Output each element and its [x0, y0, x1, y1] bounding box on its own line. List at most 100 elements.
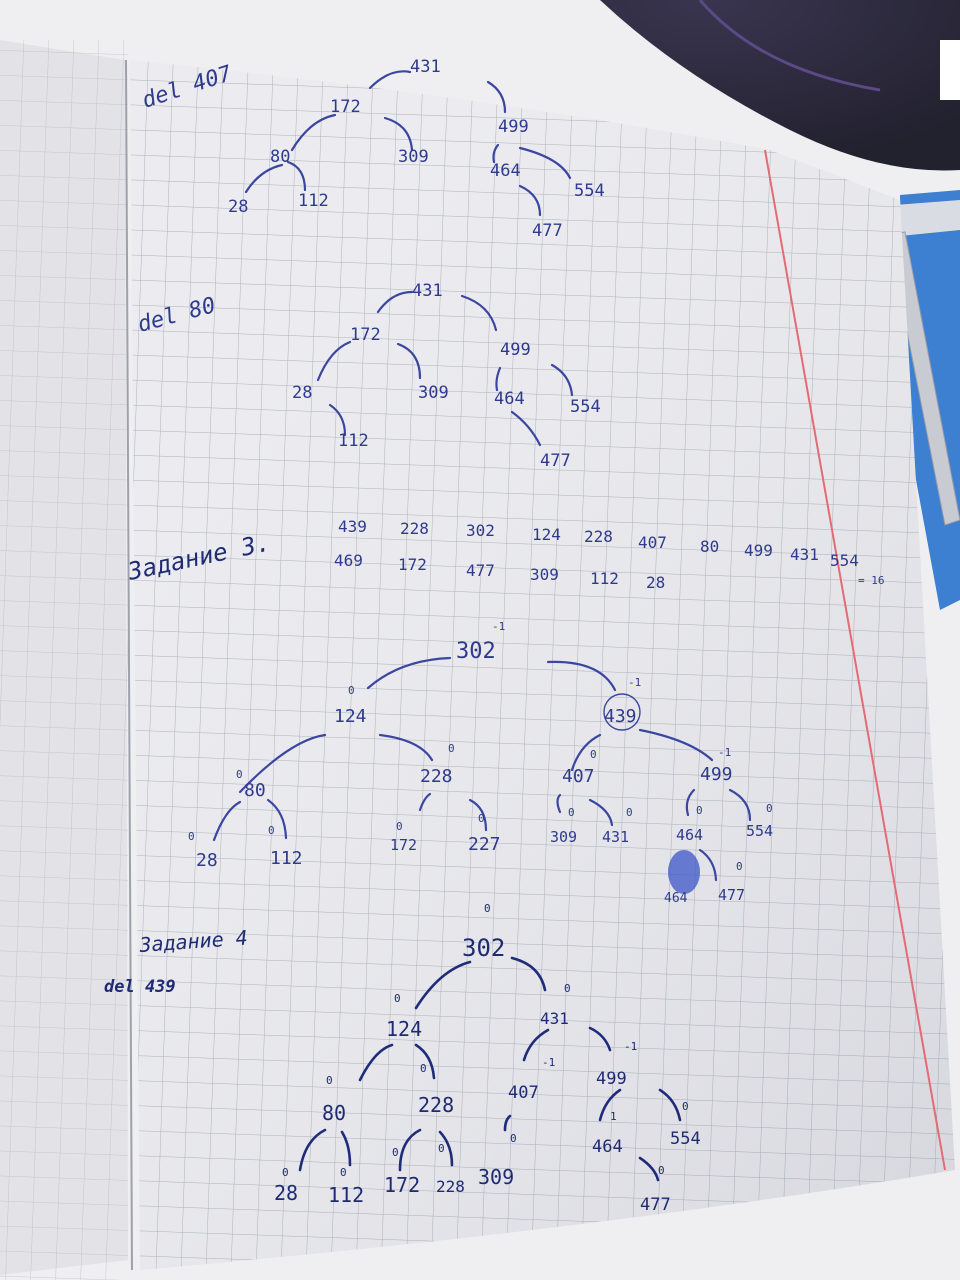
- balance-mark: 0: [448, 742, 455, 755]
- node: 464: [676, 826, 703, 844]
- node: 477: [640, 1195, 671, 1215]
- node: 431: [540, 1009, 569, 1028]
- node: 80: [270, 147, 290, 167]
- balance-mark: 0: [340, 1166, 347, 1179]
- node: 124: [334, 706, 367, 727]
- node: 80: [322, 1101, 346, 1125]
- seq-item: 477: [466, 561, 495, 580]
- node: 464: [490, 161, 521, 181]
- seq-item: 80: [700, 537, 719, 556]
- seq-item: 302: [466, 521, 495, 540]
- node: 439: [604, 706, 637, 727]
- seq-item: 499: [744, 541, 773, 560]
- node: 464: [664, 891, 688, 906]
- node: 309: [478, 1165, 514, 1189]
- node: 227: [468, 834, 501, 855]
- balance-mark: -1: [628, 676, 641, 689]
- balance-mark: 0: [438, 1142, 445, 1155]
- node: 124: [386, 1017, 422, 1041]
- section4-subheading: del 439: [104, 977, 176, 997]
- balance-mark: -1: [718, 746, 731, 759]
- node: 302: [462, 934, 505, 962]
- scribble-mark: [668, 850, 700, 894]
- seq-item: 28: [646, 573, 665, 592]
- node: 407: [508, 1083, 539, 1103]
- balance-mark: 0: [394, 992, 401, 1005]
- balance-mark: 0: [658, 1164, 665, 1177]
- balance-mark: 0: [396, 820, 403, 833]
- seq-item: 124: [532, 525, 561, 544]
- node: 172: [330, 97, 361, 117]
- mousepad: [600, 0, 960, 171]
- node: 554: [746, 822, 773, 840]
- seq-item: 469: [334, 551, 363, 570]
- node: 499: [596, 1069, 627, 1089]
- node: 477: [718, 886, 745, 904]
- seq-item: 309: [530, 565, 559, 584]
- balance-mark: 0: [590, 748, 597, 761]
- balance-mark: 0: [696, 804, 703, 817]
- seq-item: 439: [338, 517, 367, 536]
- seq-item: 172: [398, 555, 427, 574]
- balance-mark: 0: [478, 812, 485, 825]
- balance-mark: 0: [626, 806, 633, 819]
- balance-mark: -1: [542, 1056, 555, 1069]
- balance-mark: 0: [510, 1132, 517, 1145]
- section1-tree: del 407 431 172 499 80 309 464 554 28 11…: [139, 57, 605, 241]
- node: 228: [418, 1093, 454, 1117]
- sequence-line-1: 439 228 302 124 228 407 80 499 431 554: [338, 517, 859, 570]
- node: 302: [456, 639, 496, 664]
- balance-mark: 0: [564, 982, 571, 995]
- seq-item: 407: [638, 533, 667, 552]
- node: 477: [540, 451, 571, 471]
- count-note: = 16: [858, 574, 885, 587]
- balance-mark: -1: [492, 620, 505, 633]
- node: 464: [494, 389, 525, 409]
- balance-mark: 0: [188, 830, 195, 843]
- balance-mark: 0: [268, 824, 275, 837]
- node: 28: [292, 383, 312, 403]
- balance-mark: 0: [236, 768, 243, 781]
- section4: Задание 4 del 439 302 124 431 80 228 407: [104, 902, 701, 1215]
- node: 431: [602, 828, 629, 846]
- balance-mark: 0: [420, 1062, 427, 1075]
- node: 554: [574, 181, 605, 201]
- sequence-line-2: 469 172 477 309 112 28: [334, 551, 665, 592]
- seq-item: 112: [590, 569, 619, 588]
- balance-mark: 0: [736, 860, 743, 873]
- node: 431: [410, 57, 441, 77]
- node: 172: [350, 325, 381, 345]
- balance-mark: 0: [484, 902, 491, 915]
- node: 172: [384, 1173, 420, 1197]
- seq-item: 431: [790, 545, 819, 564]
- node: 431: [412, 281, 443, 301]
- node: 309: [418, 383, 449, 403]
- seq-item: 228: [400, 519, 429, 538]
- node: 499: [700, 764, 733, 785]
- seq-item: 554: [830, 551, 859, 570]
- node: 499: [500, 340, 531, 360]
- node: 499: [498, 117, 529, 137]
- balance-mark: 1: [610, 1110, 617, 1123]
- node: 309: [398, 147, 429, 167]
- node: 112: [328, 1183, 364, 1207]
- node: 172: [390, 836, 417, 854]
- node: 309: [550, 828, 577, 846]
- node: 554: [670, 1129, 701, 1149]
- node: 228: [420, 766, 453, 787]
- balance-mark: 0: [568, 806, 575, 819]
- balance-mark: 0: [282, 1166, 289, 1179]
- node: 112: [338, 431, 369, 451]
- node: 112: [298, 191, 329, 211]
- node: 28: [196, 850, 218, 871]
- balance-mark: 0: [392, 1146, 399, 1159]
- balance-mark: 0: [682, 1100, 689, 1113]
- node: 477: [532, 221, 563, 241]
- seq-item: 228: [584, 527, 613, 546]
- node: 28: [228, 197, 248, 217]
- node: 112: [270, 848, 303, 869]
- node: 554: [570, 397, 601, 417]
- balance-mark: 0: [766, 802, 773, 815]
- margin-line: [764, 149, 946, 1171]
